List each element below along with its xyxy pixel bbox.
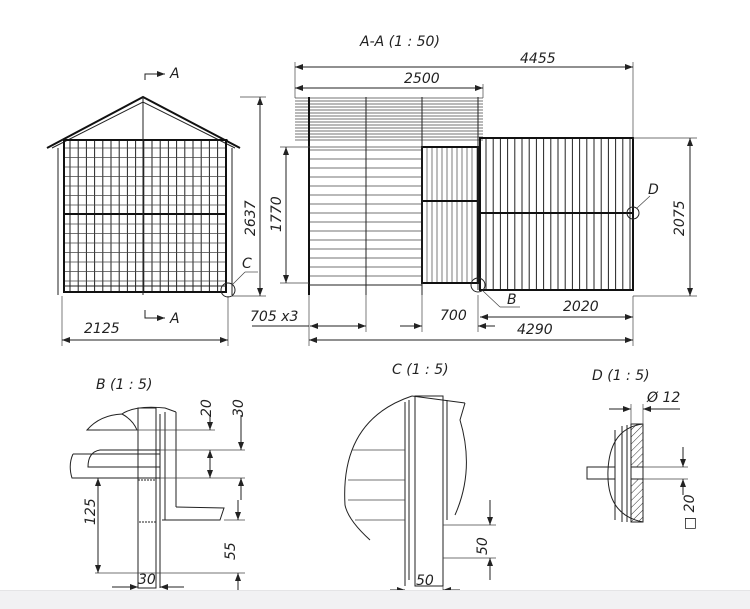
callout-d-label: D — [648, 182, 659, 198]
dim-4290: 4290 — [517, 322, 553, 338]
dim-width-2125: 2125 — [84, 321, 120, 337]
front-frame — [63, 139, 227, 293]
callout-c-label: C — [242, 256, 252, 272]
footer-bar — [0, 590, 750, 609]
dim-1770: 1770 — [269, 196, 285, 232]
front-view: A A 2637 2125 C — [46, 66, 266, 346]
detail-c-title: C (1 : 5) — [392, 362, 449, 378]
dim-b-125: 125 — [83, 498, 99, 525]
dim-height-2637: 2637 — [243, 200, 259, 236]
callout-b-label: B — [507, 292, 517, 308]
dim-b-55: 55 — [223, 542, 239, 560]
detail-b-title: B (1 : 5) — [96, 377, 152, 393]
section-title: A-A (1 : 50) — [359, 34, 440, 50]
detail-b-callout — [470, 277, 486, 293]
dim-b-30-bottom: 30 — [138, 572, 156, 588]
door-bars — [426, 147, 478, 283]
dim-d-diameter: Ø 12 — [646, 390, 680, 406]
detail-b: B (1 : 5) 20 30 125 55 30 — [69, 377, 247, 592]
dim-d-square: □ 20 — [682, 494, 698, 530]
detail-c-callout — [220, 282, 236, 298]
door-frame — [421, 146, 479, 284]
detail-d-callout — [626, 206, 640, 220]
detail-d: D (1 : 5) Ø 12 □ 20 — [586, 368, 698, 530]
dim-b-30: 30 — [231, 399, 247, 417]
dim-705x3: 705 x3 — [250, 309, 298, 325]
roof-panel — [295, 97, 483, 141]
dim-4455: 4455 — [520, 51, 556, 67]
section-mark-bottom: A — [169, 311, 180, 327]
mesh-grid — [64, 140, 227, 292]
detail-d-title: D (1 : 5) — [592, 368, 650, 384]
dim-c-50-vertical: 50 — [475, 537, 491, 555]
dim-c-50-horizontal: 50 — [416, 573, 434, 589]
section-view: A-A (1 : 50) 4455 2500 1770 2075 D — [250, 34, 697, 346]
dim-2020: 2020 — [563, 299, 599, 315]
detail-c: C (1 : 5) 50 50 — [344, 362, 496, 595]
dim-2500: 2500 — [404, 71, 440, 87]
section-mark-top: A — [169, 66, 180, 82]
dim-2075: 2075 — [672, 200, 688, 236]
dim-700: 700 — [440, 308, 467, 324]
dim-b-20: 20 — [199, 399, 215, 417]
